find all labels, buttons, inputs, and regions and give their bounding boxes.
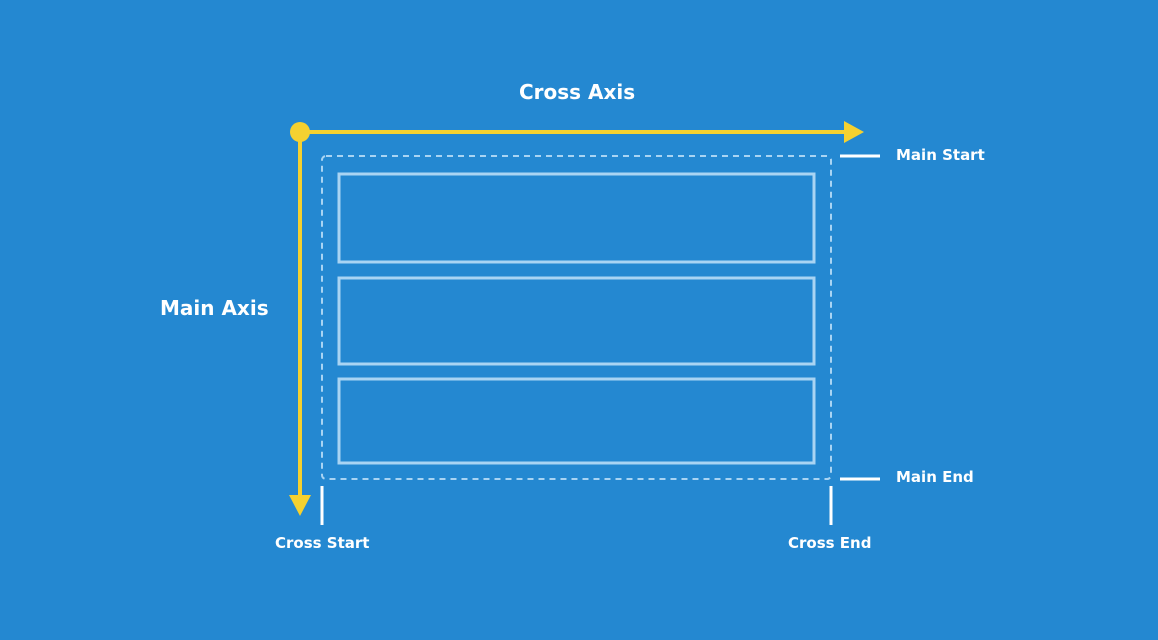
axis-origin-dot: [290, 122, 310, 142]
main-axis-arrowhead: [289, 495, 311, 516]
flex-item-2: [337, 276, 816, 366]
cross-axis-arrowhead: [844, 121, 864, 143]
cross-axis-label: Cross Axis: [519, 80, 636, 104]
main-end-label: Main End: [896, 468, 974, 486]
flex-item-3: [337, 377, 816, 465]
flex-item-1: [337, 172, 816, 264]
cross-end-label: Cross End: [788, 534, 872, 552]
flex-container-outline: [321, 155, 832, 480]
cross-start-label: Cross Start: [275, 534, 370, 552]
main-start-label: Main Start: [896, 146, 985, 164]
main-axis-label: Main Axis: [160, 296, 269, 320]
